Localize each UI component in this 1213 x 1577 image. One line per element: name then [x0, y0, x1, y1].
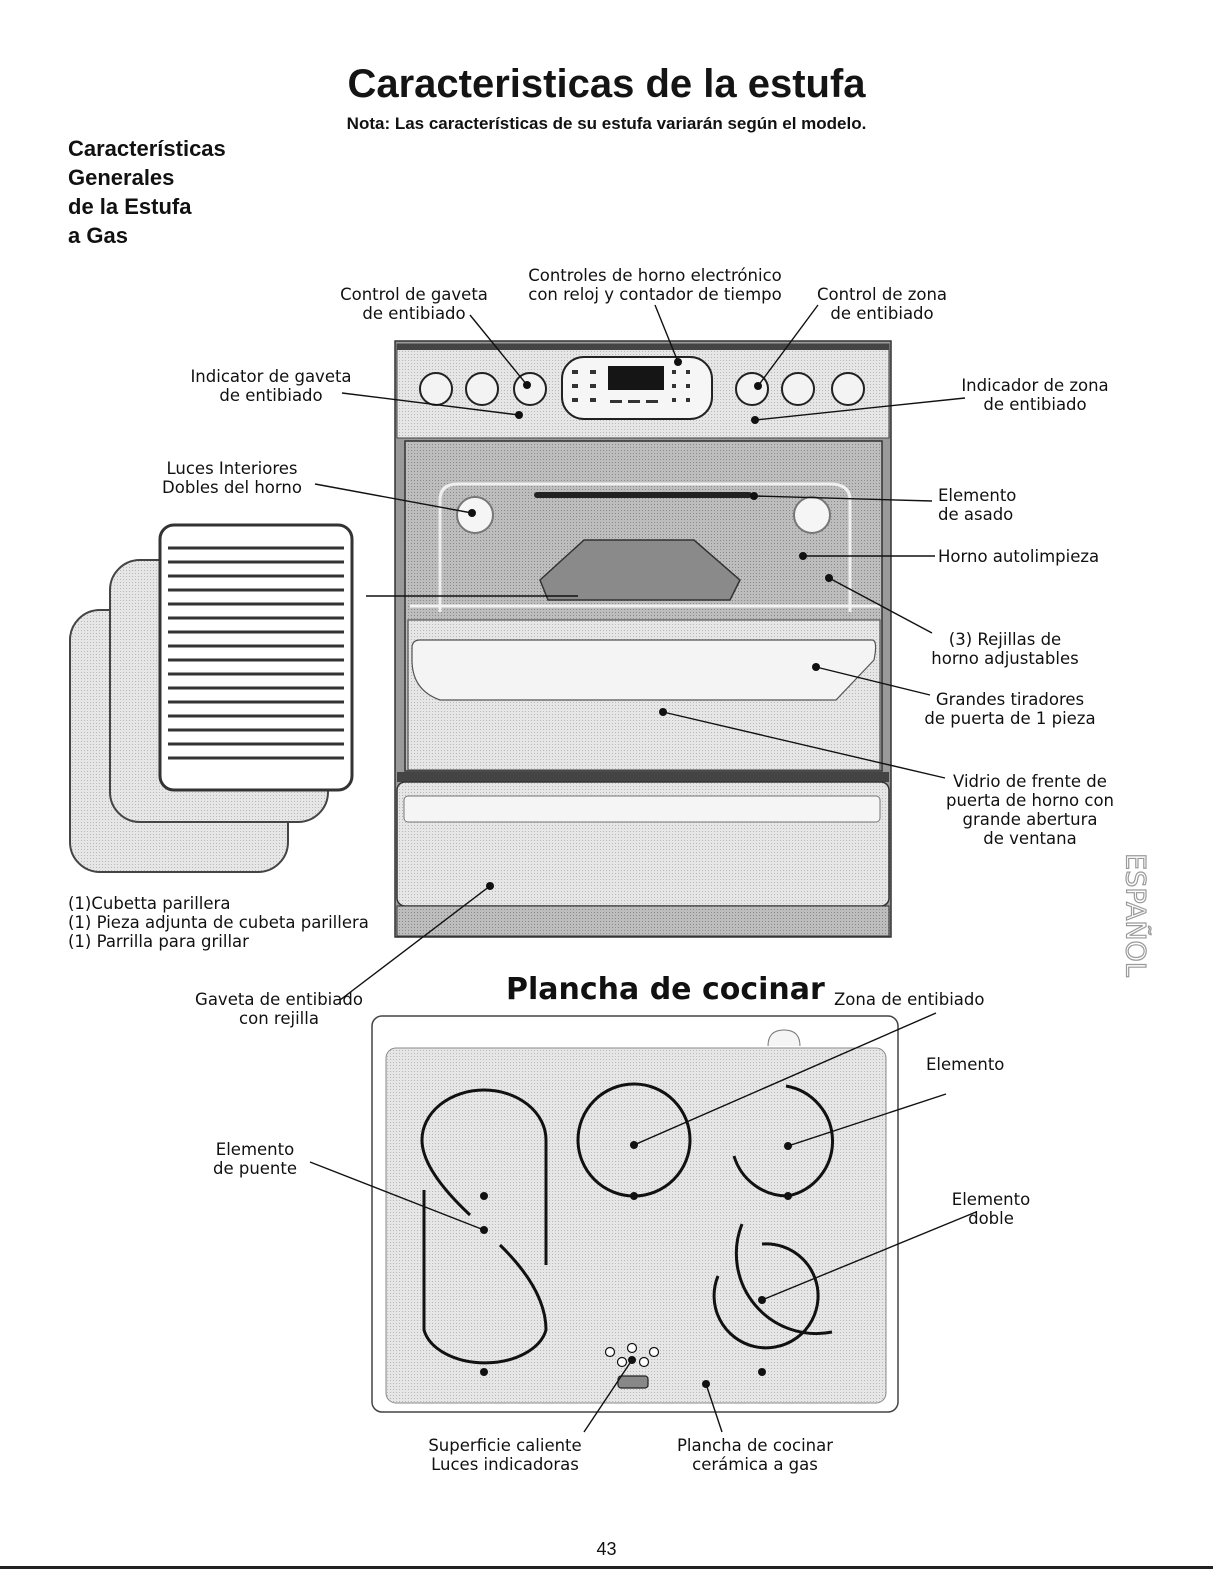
- control-knobs-right: [735, 372, 865, 406]
- dual-element-outer: [734, 1223, 833, 1336]
- door-handle: [411, 639, 877, 701]
- label-door-handles: Grandes tiradores de puerta de 1 pieza: [924, 690, 1096, 728]
- oven-range: [394, 340, 892, 938]
- side-tab-text: ESPAÑOL: [1120, 853, 1152, 977]
- hot-surface-indicator-lights: [604, 1342, 660, 1368]
- broiler-pan-inside: [539, 539, 741, 601]
- label-door-glass: Vidrio de frente de puerta de horno con …: [945, 772, 1115, 848]
- cooktop: [371, 1015, 899, 1413]
- leader-lines: [309, 304, 977, 1433]
- hot-surface-indicator-bar: [617, 1375, 649, 1389]
- page-number: 43: [596, 1539, 617, 1559]
- label-zone-control: Control de zona de entibiado: [816, 285, 948, 323]
- label-drawer-control: Control de gaveta de entibiado: [340, 285, 488, 323]
- label-ceramic-cooktop: Plancha de cocinar cerámica a gas: [676, 1436, 834, 1474]
- language-side-tab: ESPAÑOL: [1119, 853, 1152, 978]
- section-heading: Características Generales de la Estufa a…: [68, 136, 226, 248]
- control-knobs-left: [419, 372, 547, 406]
- label-hot-surface-lights: Superficie caliente Luces indicadoras: [428, 1436, 582, 1474]
- label-self-clean: Horno autolimpieza: [938, 547, 1100, 566]
- label-bridge-element: Elemento de puente: [212, 1140, 298, 1178]
- cooktop-title: Plancha de cocinar: [506, 972, 825, 1007]
- broil-element: [534, 492, 752, 498]
- label-warming-drawer: Gaveta de entibiado con rejilla: [195, 990, 363, 1028]
- dual-element-inner: [712, 1242, 820, 1350]
- broiler-pan-set: [69, 523, 354, 873]
- label-zone-indicator: Indicador de zona de entibiado: [961, 376, 1109, 414]
- model-note: Nota: Las características de su estufa v…: [346, 114, 867, 133]
- bridge-element-lower: [422, 1190, 548, 1365]
- warming-zone-marker: [767, 1029, 801, 1047]
- label-broil-element: Elemento de asado: [938, 486, 1017, 524]
- label-warming-zone: Zona de entibiado: [834, 990, 985, 1009]
- bottom-rule: [0, 1566, 1213, 1569]
- label-interior-lights: Luces Interiores Dobles del horno: [162, 459, 302, 497]
- label-electronic-controls: Controles de horno electrónico con reloj…: [528, 266, 782, 304]
- label-element: Elemento: [926, 1055, 1005, 1074]
- label-dual-element: Elemento doble: [951, 1190, 1031, 1228]
- bridge-element-upper: [420, 1088, 548, 1265]
- label-broiler-items: (1)Cubetta parillera (1) Pieza adjunta d…: [68, 894, 369, 951]
- page-title: Caracteristicas de la estufa: [347, 62, 866, 106]
- label-racks: (3) Rejillas de horno adjustables: [931, 630, 1079, 668]
- broiler-grill-bars: [168, 546, 344, 760]
- clock-display: [608, 366, 664, 390]
- label-drawer-indicator: Indicator de gaveta de entibiado: [190, 367, 352, 405]
- warming-zone-element: [732, 1084, 834, 1198]
